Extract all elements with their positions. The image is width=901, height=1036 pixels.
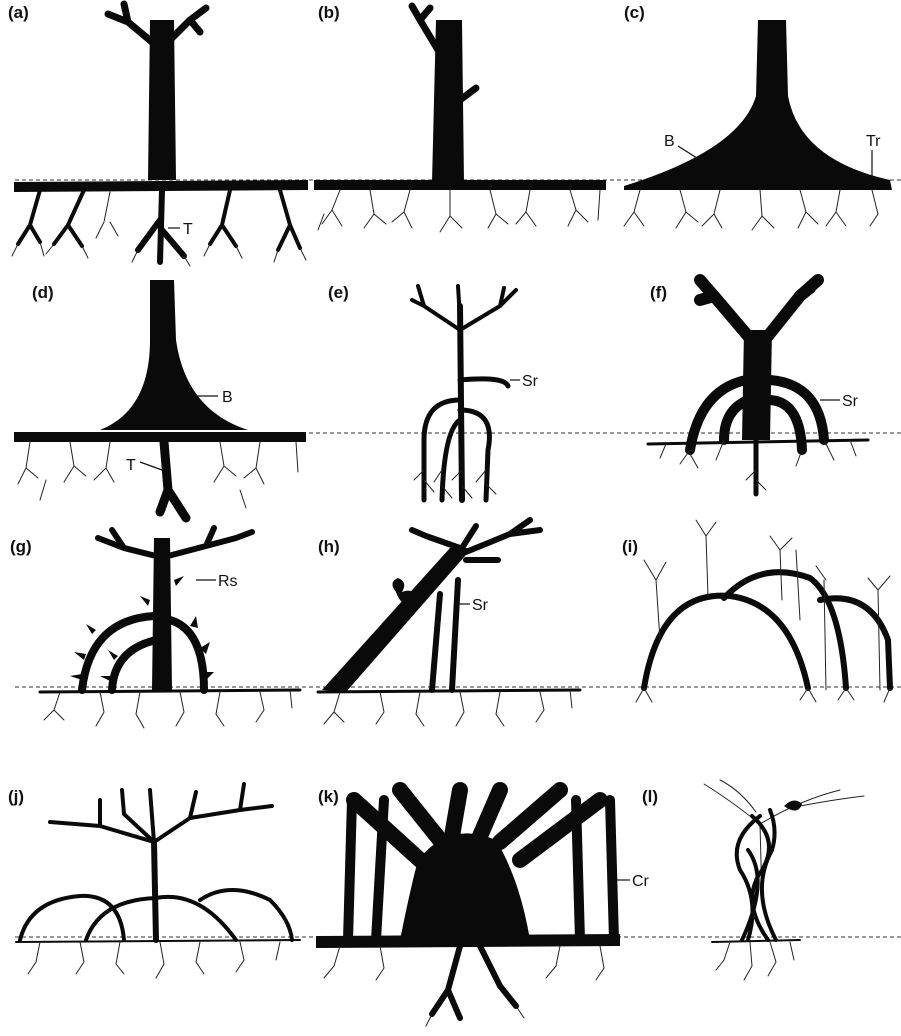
panel-label-e: (e) <box>328 283 349 302</box>
crown-branch <box>700 280 818 336</box>
panel-d: (d) B T <box>14 280 306 518</box>
callout-leader-t <box>140 462 162 470</box>
panel-i: (i) <box>622 520 890 702</box>
taproot <box>160 442 186 518</box>
panel-e: (e) Sr <box>328 283 539 500</box>
fine-roots <box>318 190 600 232</box>
panel-f: (f) Sr <box>648 280 868 494</box>
panel-label-g: (g) <box>10 537 32 556</box>
panel-label-f: (f) <box>650 283 667 302</box>
callout-b: B <box>222 389 233 406</box>
stilt-root <box>432 580 458 690</box>
callout-sr: Sr <box>522 373 539 390</box>
fine-roots <box>716 942 794 980</box>
callout-leader-b <box>678 146 700 160</box>
lateral-root <box>712 940 800 942</box>
leaning-trunk <box>322 548 472 692</box>
lateral-root <box>316 934 620 948</box>
taproot <box>138 190 184 262</box>
panel-b: (b) <box>314 3 606 232</box>
trunk <box>154 842 156 940</box>
taproot <box>432 946 516 1018</box>
stilt-root <box>424 379 508 500</box>
spiny-stilt-root <box>82 616 204 690</box>
upright-shoots <box>644 520 890 690</box>
callout-sr: Sr <box>472 597 489 614</box>
crown-branch <box>412 286 516 330</box>
fine-roots <box>624 190 878 230</box>
panel-label-l: (l) <box>642 787 658 806</box>
buttressed-trunk <box>624 20 892 190</box>
callout-t: T <box>126 457 136 474</box>
panel-label-b: (b) <box>318 3 340 22</box>
panel-label-d: (d) <box>32 283 54 302</box>
panel-c: (c) B Tr <box>624 3 892 230</box>
crown-branch <box>50 784 272 842</box>
arching-stem <box>644 572 890 688</box>
panel-label-c: (c) <box>624 3 645 22</box>
panel-label-k: (k) <box>318 787 339 806</box>
root-spines <box>70 576 214 682</box>
callout-rs: Rs <box>218 573 238 590</box>
fine-roots <box>324 690 572 726</box>
lateral-root <box>16 940 300 942</box>
panel-a: (a) T <box>8 3 308 266</box>
panel-label-h: (h) <box>318 537 340 556</box>
fine-roots <box>636 688 890 702</box>
strangling-root <box>737 810 776 940</box>
panel-h: (h) Sr <box>318 520 580 726</box>
panel-label-j: (j) <box>8 787 24 806</box>
panel-label-a: (a) <box>8 3 29 22</box>
crown-branch <box>98 528 252 556</box>
lateral-root <box>40 690 300 692</box>
callout-t: T <box>183 221 193 238</box>
panel-g: (g) Rs <box>10 528 300 728</box>
fine-roots <box>28 942 280 978</box>
host-crown <box>704 780 864 900</box>
buttressed-trunk <box>100 280 248 430</box>
fine-roots <box>324 946 604 1026</box>
callout-sr: Sr <box>842 393 859 410</box>
crown-branch <box>412 520 540 560</box>
lateral-root <box>314 180 606 190</box>
callout-cr: Cr <box>632 873 650 890</box>
callout-b: B <box>664 133 675 150</box>
callout-tr: Tr <box>866 133 881 150</box>
lateral-root <box>318 690 580 692</box>
panel-l: (l) <box>642 780 864 980</box>
fine-roots <box>44 690 292 728</box>
fine-roots <box>18 442 298 508</box>
panel-j: (j) <box>8 784 300 978</box>
panel-k: (k) Cr <box>316 787 650 1026</box>
panel-label-i: (i) <box>622 537 638 556</box>
